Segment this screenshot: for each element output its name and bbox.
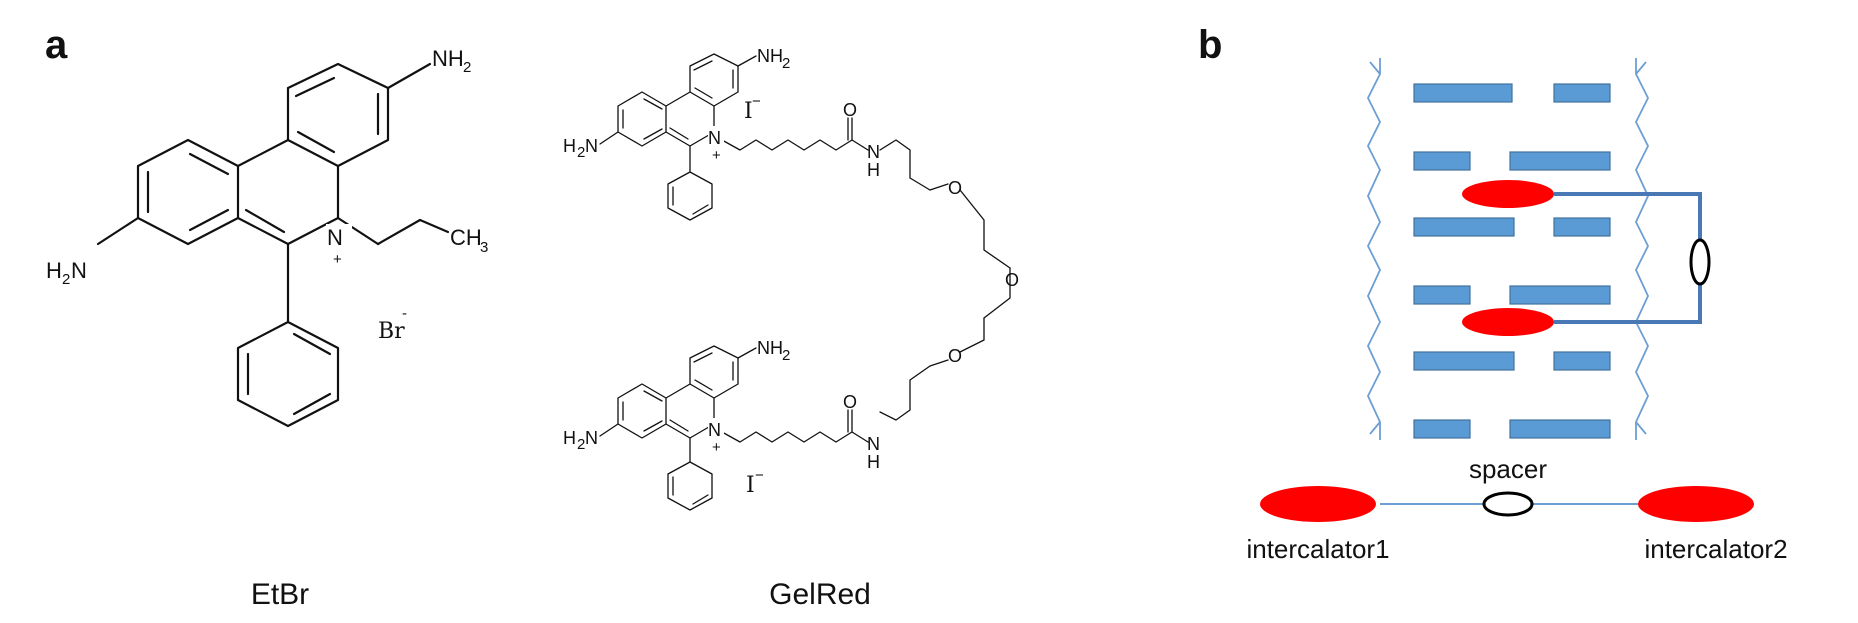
etbr-br-charge: - [402,305,407,322]
panel-b-letter: b [1198,23,1222,67]
etbr-amine-top: NH 2 [432,46,471,76]
gelred-bottom-iodide: I [746,473,755,498]
base-pair [1553,83,1611,103]
gelred-top-nh2-sub: 2 [782,55,790,72]
etbr-br: Br [378,319,405,344]
base-pair [1413,151,1471,171]
gelred-top-nh2: NH [757,46,783,66]
gelred-top-unit: N + NH 2 H 2 N I − O N H [563,46,931,221]
etbr-ring-n: N [327,225,343,250]
base-pair [1413,419,1471,439]
etbr-ch3: CH [450,225,482,250]
gelred-bottom-h2n-sub: 2 [577,436,585,453]
etbr-caption: EtBr [251,578,309,611]
bound-intercalator-bottom [1462,308,1554,336]
gelred-bottom-unit: N + NH 2 H 2 N I − O N H [563,338,880,511]
gelred-top-h2n-h: H [563,136,576,156]
bound-intercalator-top [1462,180,1554,208]
dna-intercalation-diagram: spacer intercalator1 intercalator2 [1246,58,1788,564]
base-pair [1413,285,1471,305]
intercalator2-label: intercalator2 [1644,534,1787,564]
bis-intercalator-schematic: spacer intercalator1 intercalator2 [1246,454,1787,564]
intercalator2-shape [1638,486,1754,522]
etbr-h2n-sub: 2 [62,271,70,288]
spacer-label: spacer [1469,454,1547,484]
gelred-top-h2n-sub: 2 [577,144,585,161]
dna-backbone-left [1366,58,1382,440]
gelred-bottom-n-mask [708,418,724,438]
gelred-top-iodide: I [744,99,753,124]
dna-backbone-right [1634,58,1650,440]
gelred-ether-o3: O [948,346,962,366]
etbr-amine-left: H 2 N [46,258,87,288]
gelred-bottom-carbonyl-o: O [843,392,857,412]
gelred-top-iodide-charge: − [752,93,761,110]
base-pair [1553,351,1611,371]
etbr-bonds [96,62,450,428]
gelred-top-carbonyl-o: O [843,100,857,120]
bound-spacer [1689,238,1711,286]
intercalator1-label: intercalator1 [1246,534,1389,564]
etbr-nh2-top-sub: 2 [463,59,471,76]
etbr-n-mask [326,224,352,248]
gelred-caption: GelRed [769,578,871,611]
gelred-top-charge: + [712,147,721,164]
base-pair [1413,83,1513,103]
bound-bis-intercalator [1462,180,1711,336]
gelred-bottom-nh2-sub: 2 [782,347,790,364]
gelred-top-bonds [599,53,931,221]
base-pair [1509,419,1611,439]
gelred-top-amide-h: H [867,160,880,180]
gelred-top-ring-n: N [708,128,721,148]
gelred-bottom-nh2: NH [757,338,783,358]
gelred-bottom-iodide-charge: − [755,467,764,484]
etbr-nh2-top-nh: NH [432,46,464,71]
etbr-h2n-n: N [71,258,87,283]
dna-base-pairs [1413,83,1611,439]
etbr-bromide: Br - [378,305,407,344]
gelred-bottom-h2n-h: H [563,428,576,448]
gelred-bottom-bonds [599,345,869,511]
base-pair [1553,217,1611,237]
etbr-ch3-sub: 3 [480,239,488,256]
base-pair [1413,217,1515,237]
gelred-bottom-charge: + [712,439,721,456]
spacer-shape [1482,491,1534,517]
gelred-bottom-amide-n: N [867,434,880,454]
intercalator1-shape [1260,486,1376,522]
panel-a-letter: a [45,23,68,67]
dna-backbone-ticks [1369,61,1647,435]
gelred-ether-o2: O [1005,270,1019,290]
etbr-h2n-h: H [46,258,62,283]
gelred-peg-linker: O O O [879,178,1019,421]
base-pair [1509,151,1611,171]
gelred-bottom-amide-h: H [867,452,880,472]
gelred-top-n-mask [708,126,724,146]
etbr-ethyl: CH 3 [450,225,488,256]
gelred-top-amide-n: N [867,142,880,162]
etbr-structure: N + NH 2 H 2 N CH 3 Br - [46,46,488,428]
base-pair [1509,285,1611,305]
gelred-bottom-h2n-n: N [585,428,598,448]
gelred-bottom-ring-n: N [708,420,721,440]
gelred-ether-o1: O [948,178,962,198]
etbr-n-charge: + [333,251,342,268]
gelred-top-h2n-n: N [585,136,598,156]
base-pair [1413,351,1515,371]
